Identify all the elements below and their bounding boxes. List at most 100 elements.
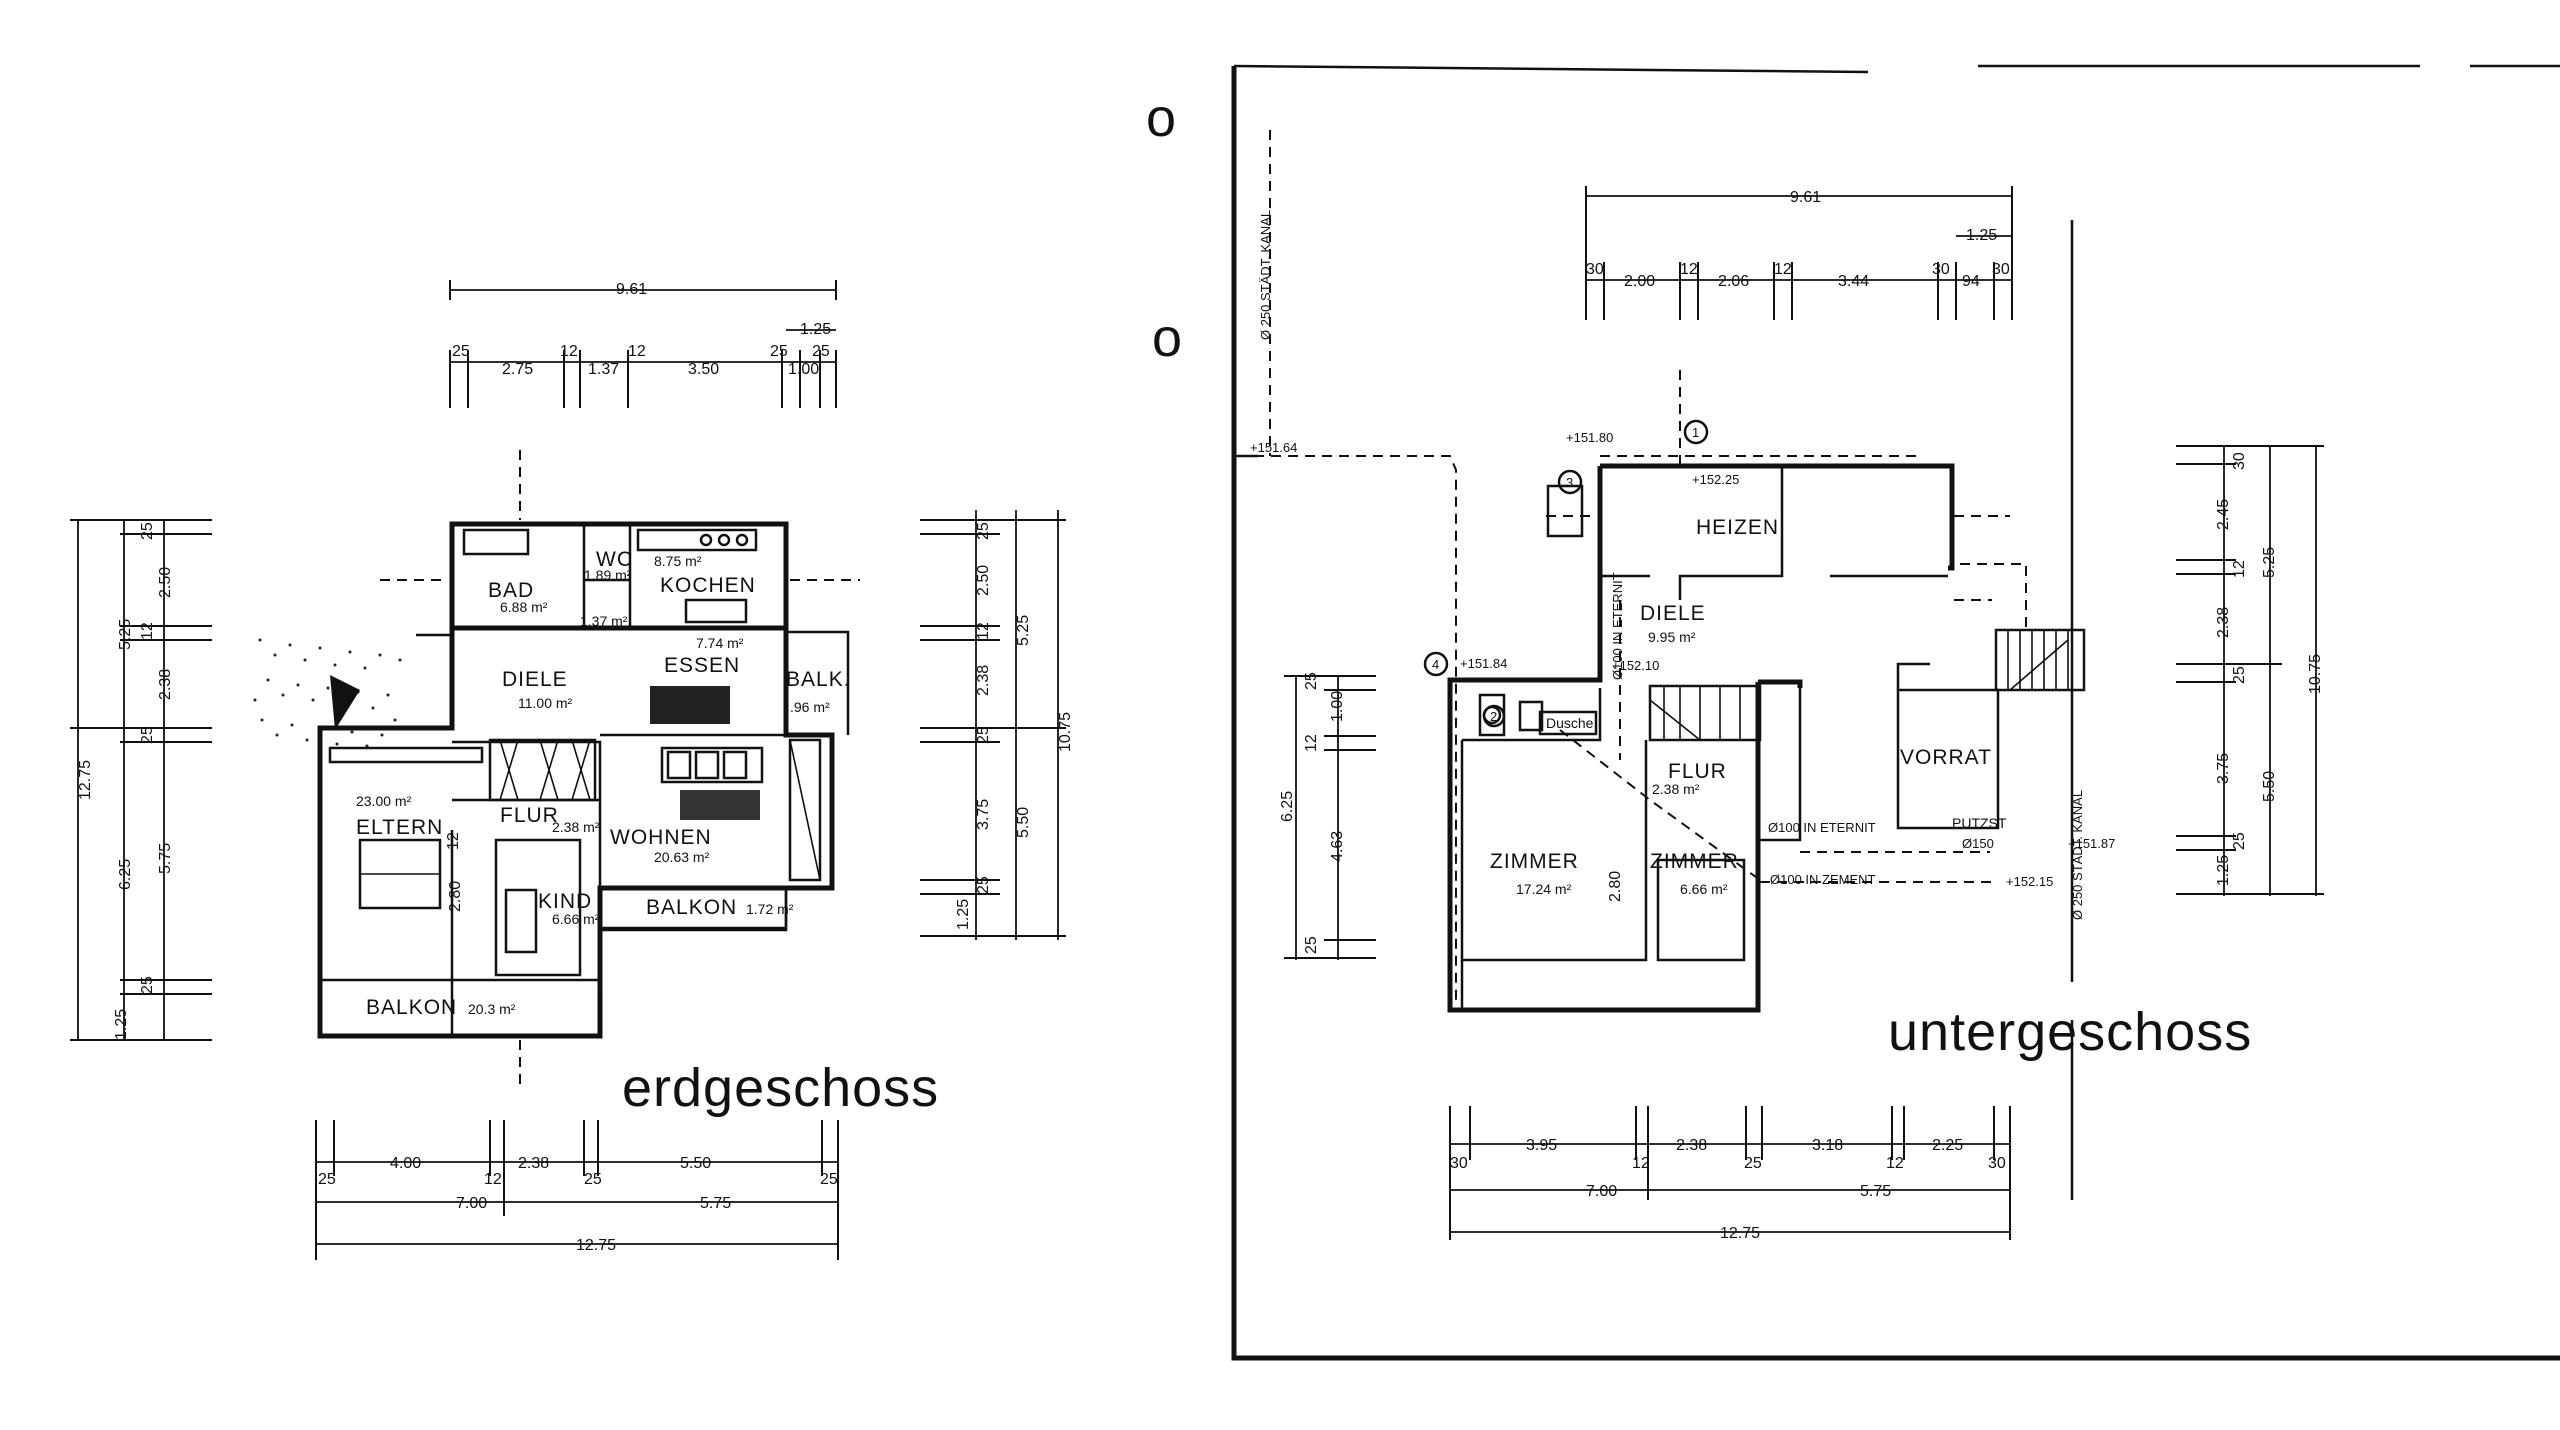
room-area-kind: 6.66 m² <box>552 911 600 927</box>
level-15180: +151.80 <box>1566 430 1613 445</box>
level-15225: +152.25 <box>1692 472 1739 487</box>
dim-top-100: 1.00 <box>788 361 819 378</box>
dim-bot-25c: 25 <box>820 1171 838 1188</box>
dim-bot-550: 5.50 <box>680 1155 711 1172</box>
room-label-bad: BAD <box>488 579 534 602</box>
room-label-balkon-2: BALKON <box>366 996 457 1019</box>
bg-dim-right-25: 25 <box>2231 666 2248 684</box>
ground-bottom-dimensions: 25 4.00 12 2.38 25 5.50 25 7.00 5.75 12.… <box>315 1120 839 1260</box>
dim-inner-280: 2.80 <box>447 881 464 912</box>
ground-right-dimensions: 25 2.50 12 2.38 25 3.75 1.25 25 5.25 5.5… <box>920 510 1074 940</box>
bg-dim-left-25: 25 <box>1303 672 1320 690</box>
marker-o-top: o <box>1146 88 1177 148</box>
dining-table <box>650 686 730 724</box>
bg-dim-bot-25: 25 <box>1744 1155 1762 1172</box>
bg-dim-top-125: 1.25 <box>1966 227 1997 244</box>
bg-dim-right-525: 5.25 <box>2261 547 2278 578</box>
bg-label-dusche: Dusche <box>1546 715 1594 731</box>
dim-left-12: 12 <box>139 622 156 640</box>
bg-dim-bot-1275: 12.75 <box>1720 1225 1760 1242</box>
ground-left-dimensions: 12.75 5.25 6.25 25 2.50 12 2.38 25 5.75 … <box>70 519 212 1041</box>
circle-marker-2: 2 <box>1482 704 1506 728</box>
dim-right-250: 2.50 <box>975 565 992 596</box>
bg-dim-bot-700: 7.00 <box>1586 1183 1617 1200</box>
bg-dim-top-12a: 12 <box>1680 261 1698 278</box>
room-area-diele: 11.00 m² <box>518 695 573 711</box>
bg-room-area-flur: 2.38 m² <box>1652 781 1700 797</box>
bg-dim-left-100: 1.00 <box>1329 691 1346 722</box>
bg-dim-bot-575: 5.75 <box>1860 1183 1891 1200</box>
dim-left-250: 2.50 <box>157 567 174 598</box>
dim-bot-12: 12 <box>484 1171 502 1188</box>
bg-room-label-flur: FLUR <box>1668 760 1727 783</box>
svg-text:2: 2 <box>1490 709 1497 724</box>
bg-dim-right-12: 12 <box>2231 560 2248 578</box>
bg-dim-top-total: 9.61 <box>1790 189 1821 206</box>
dim-left-125: 1.25 <box>113 1009 130 1040</box>
bg-room-label-zimmer-1: ZIMMER <box>1490 850 1579 873</box>
note-kanal-right: Ø 250 STÄDT. KANAL <box>2070 790 2085 920</box>
dim-left-525: 5.25 <box>117 619 134 650</box>
bg-room-label-vorrat: VORRAT <box>1900 746 1992 769</box>
dim-top-275: 2.75 <box>502 361 533 378</box>
room-area-balkon-1: 1.72 m² <box>746 901 794 917</box>
stair <box>488 738 597 802</box>
bg-left-dimensions: 25 1.00 12 6.25 4.63 25 <box>1279 672 1376 960</box>
sofa <box>660 746 764 784</box>
svg-text:4: 4 <box>1432 657 1439 672</box>
bg-dim-right-245: 2.45 <box>2215 499 2232 530</box>
dim-bot-25b: 25 <box>584 1171 602 1188</box>
dim-left-25b: 25 <box>139 726 156 744</box>
child-bed <box>504 888 538 954</box>
dim-left-total: 12.75 <box>77 760 94 800</box>
bg-dim-right-125: 1.25 <box>2215 855 2232 886</box>
circle-marker-4: 4 <box>1423 651 1449 677</box>
bg-dim-top-206: 2.06 <box>1718 273 1749 290</box>
ground-floor-title: erdgeschoss <box>622 1058 939 1118</box>
bg-dim-right-30: 30 <box>2231 452 2248 470</box>
room-area-flur: 2.38 m² <box>552 819 600 835</box>
room-label-flur: FLUR <box>500 804 559 827</box>
dim-inner-12: 12 <box>445 832 462 850</box>
room-label-diele: DIELE <box>502 668 568 691</box>
bg-dim-top-12b: 12 <box>1774 261 1792 278</box>
svg-text:1: 1 <box>1692 425 1699 440</box>
room-label-eltern: ELTERN <box>356 816 443 839</box>
room-label-wohnen: WOHNEN <box>610 826 712 849</box>
dim-top-25c: 25 <box>812 343 830 360</box>
bg-dim-top-94: 94 <box>1962 273 1980 290</box>
dim-left-575: 5.75 <box>157 843 174 874</box>
bg-dim-left-25b: 25 <box>1303 936 1320 954</box>
dim-right-375: 3.75 <box>975 799 992 830</box>
room-label-balk: BALK. <box>786 668 851 691</box>
bg-dim-top-30b: 30 <box>1932 261 1950 278</box>
room-area-essen: 7.74 m² <box>696 635 744 651</box>
dim-top-12b: 12 <box>628 343 646 360</box>
marker-o-bottom: o <box>1152 308 1183 368</box>
dim-top-total: 9.61 <box>616 281 647 298</box>
dim-right-25: 25 <box>975 522 992 540</box>
bathtub <box>462 528 530 556</box>
dim-left-238: 2.38 <box>157 669 174 700</box>
room-area-bad: 6.88 m² <box>500 599 548 615</box>
dim-bot-700: 7.00 <box>456 1195 487 1212</box>
dim-top-25a: 25 <box>452 343 470 360</box>
bg-room-area-diele: 9.95 m² <box>1648 629 1696 645</box>
bg-label-putzst: PUTZST <box>1952 815 2007 831</box>
room-area-wc: 1.89 m² <box>584 567 632 583</box>
bg-dim-left-463: 4.63 <box>1329 831 1346 862</box>
bg-dim-bot-12a: 12 <box>1632 1155 1650 1172</box>
ground-floor-plan: BAD 6.88 m² WC 1.89 m² 8.75 m² KOCHEN 1.… <box>70 280 1074 1260</box>
dim-right-1075: 10.75 <box>1057 712 1074 752</box>
circle-marker-3: 3 <box>1557 469 1583 495</box>
dim-left-25c: 25 <box>139 976 156 994</box>
bg-bottom-dimensions: 30 3.95 12 2.38 25 3.18 12 2.25 30 7.00 … <box>1449 1106 2011 1242</box>
room-area-wohnen: 20.63 m² <box>654 849 710 865</box>
dim-bot-1275: 12.75 <box>576 1237 616 1254</box>
dim-right-25b: 25 <box>975 726 992 744</box>
bg-dim-right-550: 5.50 <box>2261 771 2278 802</box>
ground-top-dimensions: 9.61 1.25 25 2.75 12 1.37 12 3.50 25 25 … <box>449 280 837 408</box>
note-zement: Ø100 IN ZEMENT <box>1770 872 1876 887</box>
bg-dim-left-12: 12 <box>1303 734 1320 752</box>
room-label-kind: KIND <box>538 890 592 913</box>
